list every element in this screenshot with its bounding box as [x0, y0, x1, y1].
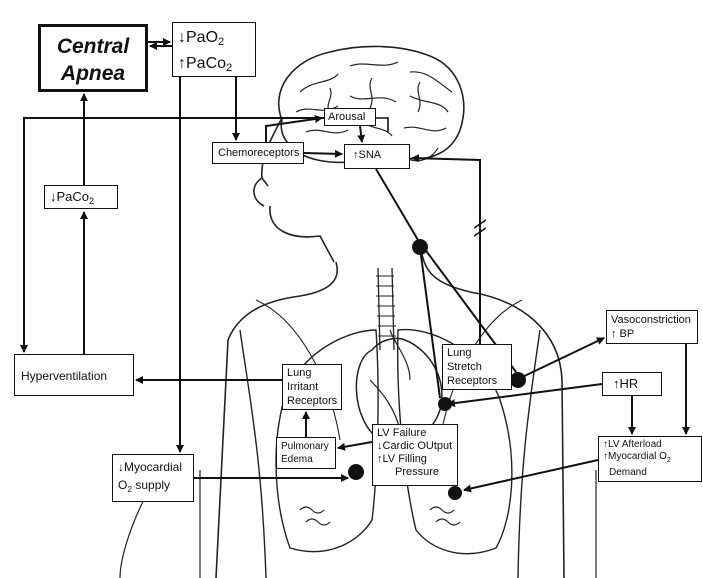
- central-apnea-line1: Central: [56, 35, 130, 58]
- blood-gas-box: ↓PaO2 ↑PaCo2: [172, 22, 256, 77]
- pao2-label: ↓PaO: [178, 29, 219, 46]
- pulmonary-edema-box: Pulmonary Edema: [276, 437, 336, 469]
- arrow-arousal-to-sna: [357, 125, 366, 143]
- central-apnea-box: Central Apnea: [38, 24, 148, 92]
- trachea: [377, 267, 395, 351]
- arrow-chemo-to-arousal: [265, 115, 323, 142]
- lv-failure-box: LV Failure ↓Cardic OUtput ↑LV Filling Pr…: [372, 424, 458, 486]
- chemoreceptors-box: Chemoreceptors: [212, 142, 304, 164]
- arrow-arousal-to-hyperventilation: [20, 117, 324, 353]
- lung-stretch-receptors-box: Lung Stretch Receptors: [442, 344, 512, 390]
- low-paco2-box: ↓PaCo2: [44, 185, 118, 209]
- arousal-box: Arousal: [324, 108, 376, 126]
- hyperventilation-box: Hyperventilation: [14, 354, 134, 396]
- node-heart-rate: [438, 397, 452, 411]
- heart-rate-box: ↑HR: [602, 372, 662, 396]
- vasoconstriction-box: Vasoconstriction ↑ BP: [606, 310, 698, 344]
- arrow-afterload-to-heart: [463, 459, 599, 493]
- junction-nodes: [348, 239, 526, 500]
- arrow-sna-to-node: [375, 168, 419, 241]
- central-apnea-line2: Apnea: [60, 62, 126, 85]
- paco2-label: ↑PaCo: [178, 55, 227, 72]
- arrow-hr-to-heart: [447, 383, 603, 408]
- node-sympathetic: [412, 239, 428, 255]
- lv-afterload-box: ↑LV Afterload ↑Myocardial O2 Demand: [598, 436, 702, 482]
- myocardial-supply-box: ↓Myocardial O2 supply: [112, 454, 194, 502]
- node-myocardium: [348, 464, 364, 480]
- heart: [355, 337, 443, 445]
- node-lv-wall: [448, 486, 462, 500]
- arrow-chemo-to-sna: [303, 149, 343, 158]
- sna-box: ↑SNA: [344, 144, 410, 169]
- neck-outline: [215, 243, 565, 578]
- lung-irritant-receptors-box: Lung Irritant Receptors: [282, 364, 342, 410]
- arrow-stretch-to-sna: [411, 154, 481, 344]
- arrow-lvfail-to-edema: [337, 441, 373, 451]
- connectors: [20, 38, 690, 493]
- node-vascular: [510, 372, 526, 388]
- arrow-node-to-vaso: [515, 337, 605, 381]
